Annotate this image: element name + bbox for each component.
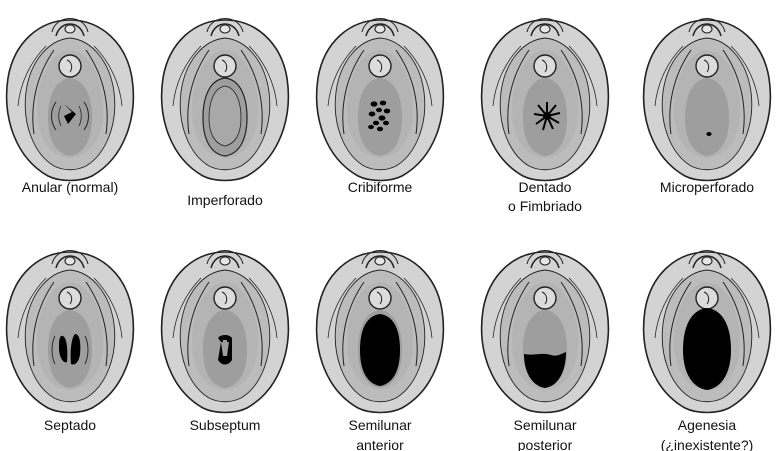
figure-agenesia bbox=[644, 251, 771, 413]
clitoris bbox=[540, 257, 550, 265]
figure-septado bbox=[7, 251, 134, 413]
figure-imperforado bbox=[162, 19, 289, 181]
clitoris bbox=[375, 257, 385, 265]
clitoris bbox=[220, 25, 230, 33]
figure-dentado bbox=[482, 19, 609, 181]
caption-semilunar-anterior-line-1: Semilunar bbox=[348, 417, 411, 433]
caption-dentado-line-2: o Fimbriado bbox=[508, 198, 582, 214]
clitoris bbox=[702, 257, 712, 265]
hymen-opening bbox=[706, 132, 711, 136]
cribiform-hole-9 bbox=[368, 125, 374, 129]
caption-anular-line-1: Anular (normal) bbox=[22, 179, 118, 195]
hymen-opening bbox=[683, 308, 731, 390]
cribiform-hole-8 bbox=[383, 121, 389, 125]
figure-semilunar-anterior bbox=[317, 251, 444, 413]
figure-anular bbox=[7, 19, 134, 181]
subseptum-band bbox=[223, 340, 227, 356]
caption-cribiforme-line-1: Cribiforme bbox=[348, 179, 413, 195]
urethral-meatus bbox=[214, 287, 236, 309]
caption-dentado-line-1: Dentado bbox=[519, 179, 572, 195]
clitoris bbox=[540, 25, 550, 33]
figure-cribiforme bbox=[317, 19, 444, 181]
urethral-meatus bbox=[696, 287, 718, 309]
urethral-meatus bbox=[369, 287, 391, 309]
urethral-meatus bbox=[696, 55, 718, 77]
hymen bbox=[48, 310, 92, 388]
figure-semilunar-posterior bbox=[482, 251, 609, 413]
cribiform-hole-2 bbox=[380, 101, 386, 106]
figures-layer: Anular (normal) Imperforado Cribiforme Dent… bbox=[7, 19, 771, 451]
caption-semilunar-posterior-line-2: posterior bbox=[518, 437, 573, 451]
caption-agenesia-line-2: (¿inexistente?) bbox=[661, 437, 754, 451]
clitoris bbox=[65, 257, 75, 265]
cribiform-hole-1 bbox=[371, 101, 378, 106]
caption-agenesia-line-1: Agenesia bbox=[678, 417, 737, 433]
clitoris bbox=[702, 25, 712, 33]
urethral-meatus bbox=[534, 55, 556, 77]
hymen bbox=[685, 78, 729, 156]
urethral-meatus bbox=[59, 55, 81, 77]
hymen-membrane bbox=[209, 86, 241, 146]
cribiform-hole-6 bbox=[379, 115, 386, 120]
cribiform-hole-10 bbox=[377, 127, 383, 132]
caption-septado-line-1: Septado bbox=[44, 417, 96, 433]
urethral-meatus bbox=[59, 287, 81, 309]
cribiform-hole-4 bbox=[384, 109, 390, 114]
urethral-meatus bbox=[534, 287, 556, 309]
caption-semilunar-posterior-line-1: Semilunar bbox=[513, 417, 576, 433]
cribiform-hole-7 bbox=[373, 121, 379, 126]
cribiform-hole-3 bbox=[376, 108, 382, 112]
caption-subseptum-line-1: Subseptum bbox=[190, 417, 261, 433]
figure-microperforado bbox=[644, 19, 771, 181]
clitoris bbox=[65, 25, 75, 33]
clitoris bbox=[220, 257, 230, 265]
cribiform-hole-5 bbox=[369, 112, 376, 117]
caption-semilunar-anterior-line-2: anterior bbox=[356, 437, 404, 451]
caption-microperforado-line-1: Microperforado bbox=[660, 179, 754, 195]
clitoris bbox=[375, 25, 385, 33]
caption-imperforado-line-1: Imperforado bbox=[187, 192, 263, 208]
urethral-meatus bbox=[369, 55, 391, 77]
figure-subseptum bbox=[162, 251, 289, 413]
hymen-opening bbox=[360, 314, 400, 386]
urethral-meatus bbox=[214, 55, 236, 77]
